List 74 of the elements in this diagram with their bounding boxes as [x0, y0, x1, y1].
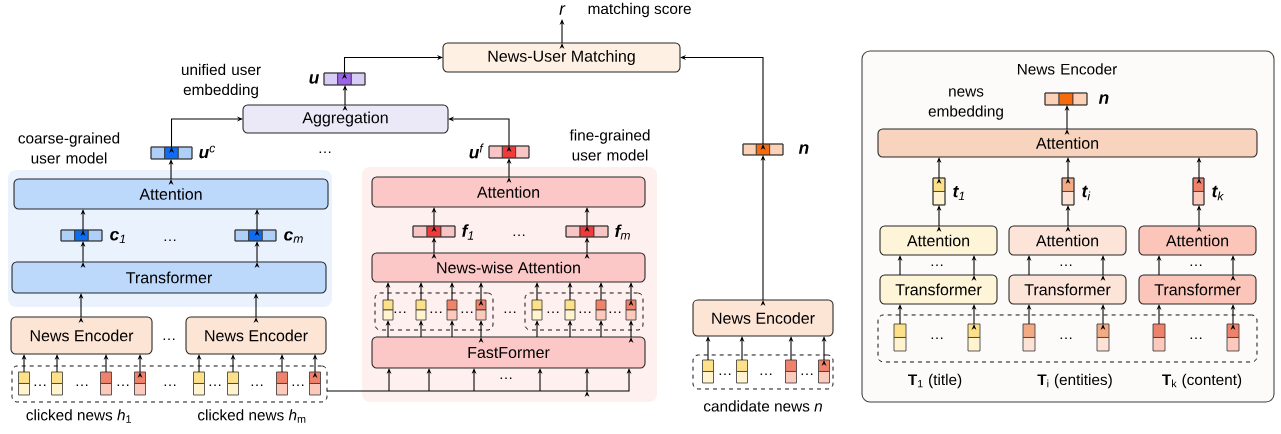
ellipsis: …	[609, 311, 621, 313]
process-box: Attention	[879, 225, 998, 256]
output-symbol: r	[559, 5, 566, 15]
ellipsis: …	[500, 377, 512, 379]
node-label: matching score	[588, 2, 691, 18]
ellipsis: …	[579, 311, 591, 313]
dashed-group	[374, 292, 494, 331]
ellipsis: …	[76, 384, 88, 386]
vector-label: u$^{c}$	[199, 145, 216, 159]
process-box: Transformer	[11, 261, 327, 294]
vector-label: t$_{i}$	[1082, 185, 1091, 201]
ellipsis: …	[163, 338, 175, 340]
ellipsis: …	[461, 311, 473, 313]
process-box: Attention	[13, 178, 329, 210]
ellipsis: …	[430, 311, 442, 313]
process-box: Transformer	[1008, 274, 1127, 305]
ellipsis: …	[164, 384, 176, 386]
process-box: Attention	[1008, 225, 1127, 256]
panel-title: coarse-grained user model	[18, 132, 120, 164]
ellipsis: …	[1190, 337, 1202, 339]
vector-label: f$_{m}$	[615, 224, 630, 240]
ellipsis: …	[1190, 264, 1202, 266]
ellipsis: …	[719, 373, 731, 375]
annotation: news embedding	[928, 88, 1003, 120]
process-box: News Encoder	[692, 299, 834, 337]
node-label: T$_{i}$ (entities)	[1037, 373, 1112, 389]
process-box: Transformer	[879, 274, 998, 305]
process-box: News Encoder	[10, 316, 153, 355]
vector-label: n	[1098, 94, 1109, 104]
ellipsis: …	[319, 151, 331, 153]
ellipsis: …	[504, 311, 516, 313]
ellipsis: …	[34, 384, 46, 386]
ellipsis: …	[931, 337, 943, 339]
node-label: clicked news h$_{m}$	[198, 409, 306, 423]
node-label: T$_{1}$ (title)	[908, 373, 962, 389]
process-box: FastFormer	[371, 336, 646, 369]
ellipsis: …	[1060, 264, 1072, 266]
node-label: T$_{k}$ (content)	[1162, 373, 1242, 389]
ellipsis: …	[209, 384, 221, 386]
process-box: Aggregation	[242, 104, 449, 134]
dashed-group	[524, 292, 644, 331]
ellipsis: …	[513, 234, 525, 236]
process-box: Attention	[1138, 225, 1257, 256]
vector-label: u$^{f}$	[469, 143, 484, 159]
ellipsis: …	[801, 373, 813, 375]
ellipsis: …	[117, 384, 129, 386]
panel-title: fine-grained user model	[569, 129, 650, 161]
ellipsis: …	[547, 311, 559, 313]
annotation: unified user embedding	[181, 63, 261, 99]
vector-label: t$_{k}$	[1212, 185, 1224, 201]
node-label: candidate news n	[704, 400, 822, 412]
ellipsis: …	[931, 264, 943, 266]
vector-label: c$_{m}$	[284, 231, 303, 243]
ellipsis: …	[164, 239, 176, 241]
panel-title: News Encoder	[1018, 63, 1117, 75]
arrow	[342, 55, 443, 80]
ellipsis: …	[760, 373, 772, 375]
ellipsis: …	[1060, 337, 1072, 339]
vector-label: c$_{1}$	[110, 230, 125, 244]
ellipsis: …	[251, 384, 263, 386]
ellipsis: …	[292, 384, 304, 386]
ellipsis: …	[394, 311, 406, 313]
vector-label: f$_{1}$	[462, 224, 474, 240]
process-box: News-User Matching	[442, 42, 681, 73]
node-label: clicked news h$_{1}$	[26, 409, 131, 423]
vector-label: n	[798, 144, 809, 154]
arrow	[169, 116, 243, 154]
process-box: News Encoder	[185, 316, 327, 355]
process-box: News-wise Attention	[371, 252, 646, 283]
process-box: Attention	[371, 176, 646, 208]
vector-label: t$_{1}$	[953, 185, 965, 201]
process-box: Transformer	[1138, 274, 1257, 305]
vector-label: u	[309, 74, 319, 84]
process-box: Attention	[877, 128, 1258, 158]
